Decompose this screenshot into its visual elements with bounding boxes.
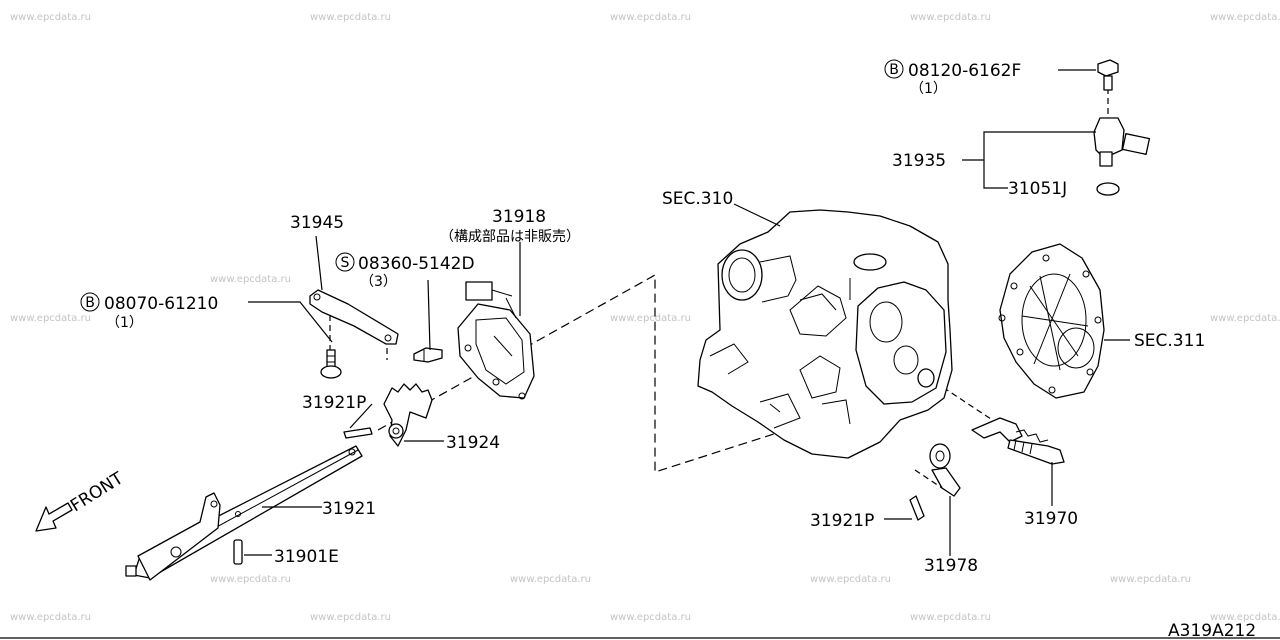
roll-pin-31921P-right — [909, 495, 925, 521]
watermark: www.epcdata.ru — [810, 574, 891, 585]
transmission-case-sec310 — [697, 209, 953, 459]
part-callouts: 31945 31918 （構成部品は非販売） S 08360-5142D （3）… — [80, 59, 1205, 576]
watermark: www.epcdata.ru — [610, 12, 691, 23]
watermark: www.epcdata.ru — [10, 612, 91, 623]
watermark: www.epcdata.ru — [1210, 612, 1280, 623]
watermark: www.epcdata.ru — [310, 12, 391, 23]
watermark: www.epcdata.ru — [910, 12, 991, 23]
detent-spring-31978 — [929, 443, 961, 497]
callout-31918-note: （構成部品は非販売） — [440, 229, 580, 245]
watermark: www.epcdata.ru — [210, 274, 291, 285]
bolt-08360-5142D — [413, 347, 443, 363]
callout-31978: 31978 — [924, 556, 978, 576]
o-ring-31051J — [1096, 182, 1120, 196]
callout-08120-prefix: B — [889, 62, 899, 78]
callout-08070-prefix: B — [85, 295, 95, 311]
callout-08360-qty: （3） — [360, 274, 397, 290]
callout-31921P-right: 31921P — [810, 511, 874, 531]
watermark: www.epcdata.ru — [910, 612, 991, 623]
bolt-08070-61210 — [320, 349, 342, 379]
callout-31921: 31921 — [322, 499, 376, 519]
callout-08360-5142D: 08360-5142D — [358, 254, 475, 274]
callout-31901E: 31901E — [274, 547, 339, 567]
callout-08120-6162F: 08120-6162F — [908, 61, 1021, 81]
watermark: www.epcdata.ru — [610, 612, 691, 623]
b-symbol-icon — [80, 292, 100, 312]
watermark: www.epcdata.ru — [610, 313, 691, 324]
leader-lines — [244, 69, 1130, 556]
callout-08070-61210: 08070-61210 — [104, 294, 218, 314]
shift-shaft-31921 — [125, 445, 363, 581]
watermark: www.epcdata.ru — [1110, 574, 1191, 585]
callout-sec311: SEC.311 — [1134, 331, 1205, 351]
bracket-31945 — [309, 289, 399, 345]
callout-08070-qty: （1） — [106, 315, 143, 331]
shift-lever-31924 — [383, 383, 433, 447]
callout-31970: 31970 — [1024, 509, 1078, 529]
callout-sec310: SEC.310 — [662, 189, 733, 209]
pin-31901E — [233, 539, 243, 565]
callout-31051J: 31051J — [1008, 179, 1067, 199]
watermark: www.epcdata.ru — [510, 574, 591, 585]
b-symbol-icon — [884, 59, 904, 79]
watermark: www.epcdata.ru — [310, 612, 391, 623]
callout-31918: 31918 — [492, 207, 546, 227]
callout-31924: 31924 — [446, 433, 500, 453]
speed-sensor-31935 — [1093, 59, 1151, 167]
manual-shaft-31970 — [971, 417, 1065, 465]
watermark: www.epcdata.ru — [1210, 313, 1280, 324]
watermark: www.epcdata.ru — [1210, 12, 1280, 23]
watermark: www.epcdata.ru — [10, 313, 91, 324]
callout-08120-qty: （1） — [910, 81, 947, 97]
s-symbol-icon — [335, 252, 355, 272]
watermark: www.epcdata.ru — [10, 12, 91, 23]
callout-31921P-left: 31921P — [302, 393, 366, 413]
front-direction-indicator: FRONT — [35, 468, 127, 532]
callout-08360-prefix: S — [341, 255, 350, 271]
callout-31935: 31935 — [892, 151, 946, 171]
watermark: www.epcdata.ru — [210, 574, 291, 585]
diagram-code: A319A212 — [1168, 621, 1256, 640]
inhibitor-switch-31918 — [457, 281, 535, 400]
front-arrow-icon — [35, 502, 73, 532]
side-cover-sec311 — [998, 243, 1105, 399]
roll-pin-31921P-left — [343, 427, 373, 439]
callout-31945: 31945 — [290, 213, 344, 233]
front-label: FRONT — [67, 468, 127, 516]
